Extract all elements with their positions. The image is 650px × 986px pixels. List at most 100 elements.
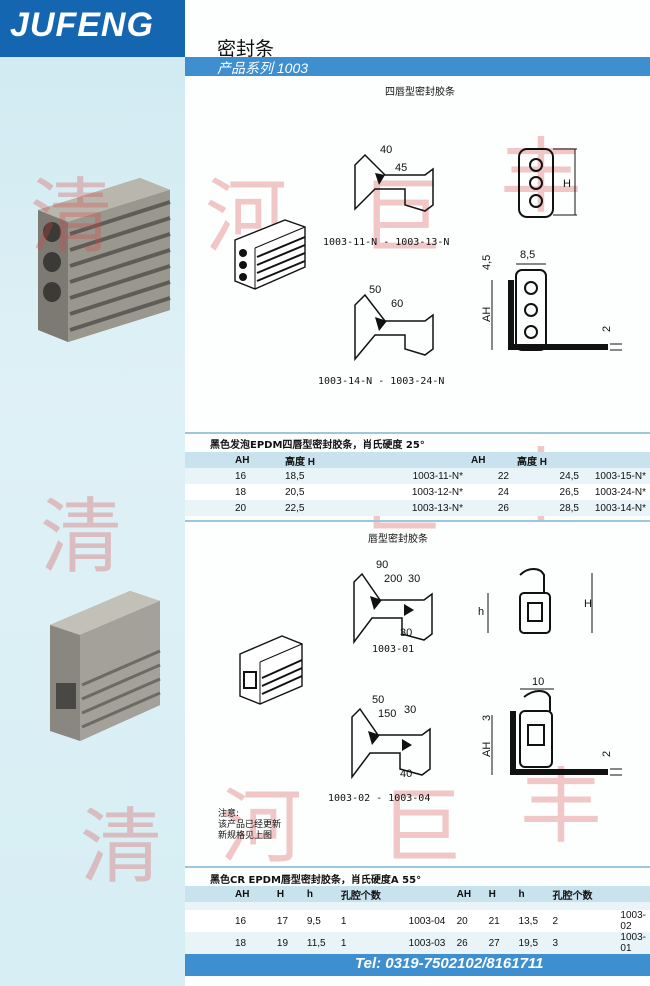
table-header-cell: AH (456, 888, 472, 900)
spec-table-lip: AH H h 孔腔个数 AH H h 孔腔个数 16 17 9,5 1 1003… (185, 886, 650, 954)
update-note: 注意: 该产品已经更新 新规格见上图 (218, 809, 281, 842)
table-cell: 24 (497, 486, 509, 498)
watermark-char: 丰 (500, 440, 583, 535)
table-cell: 18,5 (285, 470, 305, 482)
table-cell: 16 (235, 470, 247, 482)
left-photo-band (0, 0, 185, 986)
footer-phone: Tel: 0319-7502102/8161711 (355, 955, 544, 972)
drawing-lip-isometric (239, 635, 303, 705)
watermark-char: 巨 (360, 450, 443, 545)
table2-heading: 黑色CR EPDM唇型密封胶条，肖氏硬度A 55° (210, 875, 422, 886)
table-row: 16 17 9,5 1 1003-04 20 21 13,5 2 1003-02 (185, 910, 650, 932)
table-header-cell: 孔腔个数 (552, 890, 593, 902)
table-cell: 1003-12-N* (411, 486, 463, 498)
note-line: 该产品已经更新 (218, 820, 282, 830)
angle-label: 30 (404, 704, 416, 716)
drawing-profile-11n: 40 45 (354, 144, 434, 212)
watermark-char: 清 (30, 170, 113, 265)
table-cell: 22 (497, 470, 509, 482)
table-row: 18 19 11,5 1 1003-03 26 27 19,5 3 1003-0… (185, 932, 650, 954)
brand-logo: JUFENG (10, 6, 154, 44)
product-photo-four-lip (38, 178, 171, 342)
angle-label: 50 (372, 694, 384, 706)
table1-heading: 黑色发泡EPDM四唇型密封胶条，肖氏硬度 25° (210, 440, 425, 451)
section-title-four-lip: 四唇型密封胶条 (385, 87, 455, 98)
drawing-profile-14n: 50 60 (354, 284, 434, 362)
table-cell: 9,5 (306, 915, 321, 927)
drawing-section-four-lip: H (518, 148, 577, 218)
spec-table-four-lip: AH 高度 H AH 高度 H 16 18,5 1003-11-N* 22 24… (185, 452, 650, 516)
table-cell: 2 (552, 915, 559, 927)
table-cell: 19 (276, 937, 289, 949)
table-cell: 16 (235, 915, 247, 927)
dimension-label: 2 (601, 326, 613, 332)
dimension-label: H (584, 598, 592, 610)
table-header-cell: AH (235, 888, 250, 900)
table-cell: 1003-02 (620, 910, 646, 932)
table-header-cell: AH (471, 454, 486, 466)
footer-bar (185, 954, 650, 976)
section-divider (185, 432, 650, 434)
angle-label: 50 (369, 284, 381, 296)
angle-label: 30 (400, 627, 412, 639)
angle-label: 40 (380, 144, 392, 156)
table-cell: 1003-11-N* (412, 470, 463, 482)
product-photo-lip (50, 591, 161, 741)
table-cell: 24,5 (559, 470, 579, 482)
subtitle-bar (185, 57, 650, 76)
part-number-label: 1003-14-N - 1003-24-N (318, 376, 445, 387)
table-cell: 21 (488, 915, 500, 927)
table-header-cell: h (306, 888, 313, 900)
watermark-char: 巨 (360, 170, 443, 265)
table-header-cell: AH (235, 454, 250, 466)
table-cell: 17 (276, 915, 289, 927)
dimension-label: h (478, 606, 484, 618)
table-header-cell (583, 452, 650, 468)
dimension-label: H (563, 178, 571, 190)
table-cell: 22,5 (285, 502, 305, 514)
drawing-section-mounted: 8,5 4,5 AH 2 (481, 249, 622, 351)
table-header-cell: 高度 H (285, 456, 315, 468)
table-row: 18 20,5 1003-12-N* 24 26,5 1003-24-N* (185, 484, 650, 500)
table-cell: 1003-13-N* (411, 502, 463, 514)
table-row: 16 18,5 1003-11-N* 22 24,5 1003-15-N* (185, 468, 650, 484)
angle-label: 40 (400, 768, 412, 780)
angle-label: 45 (395, 162, 407, 174)
table-header-cell: 孔腔个数 (340, 890, 381, 902)
drawing-section-lip: h H (478, 568, 593, 634)
drawing-profile-1003-02: 50 150 30 40 (351, 694, 431, 780)
table-cell: 18 (235, 486, 247, 498)
brand-bar: JUFENG (0, 0, 185, 57)
table-cell: 1 (340, 937, 347, 949)
drawing-section-lip-mounted: 10 3 AH 2 (481, 676, 622, 776)
angle-label: 90 (376, 559, 388, 571)
section-divider (185, 866, 650, 868)
table-header-cell: H (276, 888, 285, 900)
table-spacer-row (185, 902, 650, 910)
dimension-label: 8,5 (520, 249, 535, 261)
watermark-char: 丰 (500, 130, 583, 225)
dimension-label: AH (481, 742, 493, 757)
table-header-row: AH H h 孔腔个数 AH H h 孔腔个数 (185, 886, 650, 902)
table-cell: 19,5 (518, 937, 539, 949)
table-cell: 18 (235, 937, 247, 949)
table-header-cell: 高度 H (517, 456, 547, 468)
table-header-cell (616, 886, 650, 902)
table-cell: 1003-04 (408, 915, 446, 927)
part-number-label: 1003-11-N - 1003-13-N (323, 237, 450, 248)
table-row: 20 22,5 1003-13-N* 26 28,5 1003-14-N* (185, 500, 650, 516)
table-cell: 20 (235, 502, 247, 514)
angle-label: 30 (408, 573, 420, 585)
table-header-row: AH 高度 H AH 高度 H (185, 452, 650, 468)
table-header-cell (405, 886, 453, 902)
page-title: 密封条 (217, 39, 275, 60)
watermark-char: 清 (80, 800, 163, 895)
table-cell: 27 (488, 937, 500, 949)
table-cell: 26,5 (559, 486, 579, 498)
angle-label: 150 (378, 708, 396, 720)
table-cell: 20,5 (285, 486, 305, 498)
table-header-cell: h (518, 888, 525, 900)
table-cell: 28,5 (559, 502, 579, 514)
table-cell: 1 (340, 915, 347, 927)
